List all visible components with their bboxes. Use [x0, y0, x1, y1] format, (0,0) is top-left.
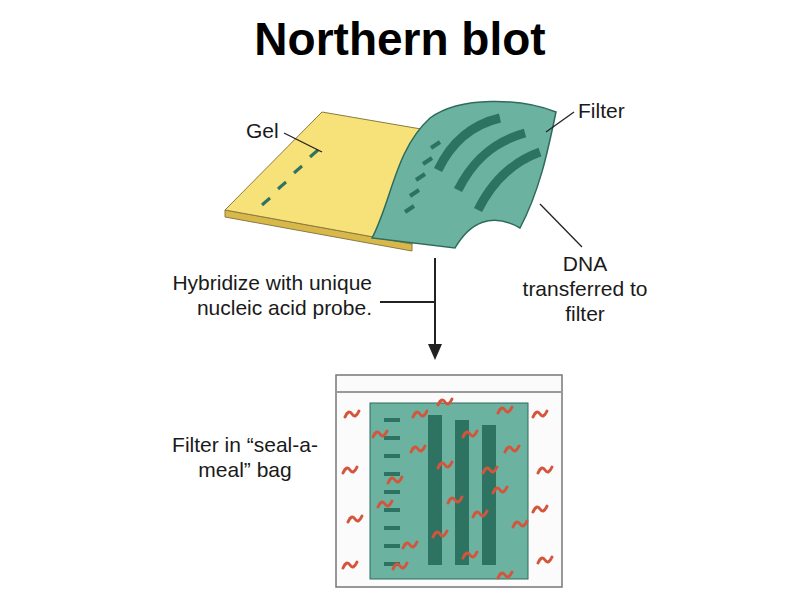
bag — [336, 375, 562, 587]
title: Northern blot — [0, 12, 800, 67]
arrowhead — [428, 344, 442, 360]
ladder-bands — [405, 142, 440, 212]
label: Gel — [246, 118, 306, 143]
label: Filter in “seal-a-meal” bag — [170, 432, 320, 482]
dna-band — [428, 415, 442, 565]
dna-band — [478, 152, 540, 210]
filter-in-bag — [370, 403, 528, 579]
probe-molecules — [343, 399, 552, 578]
filter-sheet — [372, 101, 556, 248]
label: DNA transferred to filter — [520, 251, 650, 327]
leader-line — [284, 112, 582, 247]
tick-line — [380, 301, 435, 303]
ladder-bands — [384, 420, 400, 564]
label: Hybridize with unique nucleic acid probe… — [120, 270, 372, 320]
label: Filter — [578, 98, 658, 123]
dna-band — [455, 420, 469, 565]
bag-seal — [336, 391, 562, 393]
gel-wells — [262, 150, 318, 205]
dna-band — [482, 425, 496, 565]
